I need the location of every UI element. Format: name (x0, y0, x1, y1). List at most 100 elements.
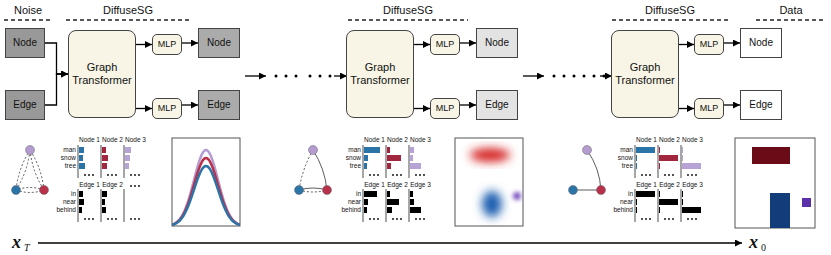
box-text: Node (749, 37, 773, 49)
blurred-box (482, 191, 502, 217)
ellipsis-dot (111, 218, 113, 220)
probability-bar (387, 147, 390, 153)
ellipsis-dot (649, 174, 651, 176)
probability-bar (79, 147, 84, 153)
ellipsis-dot (319, 75, 322, 78)
stage-label: DiffuseSG (103, 5, 153, 16)
ellipsis-dot (672, 218, 674, 220)
mlp-box: MLP (694, 98, 724, 119)
column-header: Edge 2 (102, 182, 123, 189)
ellipsis-dot (415, 174, 417, 176)
flow-arrow (724, 104, 740, 105)
ellipsis-dot (130, 185, 132, 187)
box-text: Node (485, 37, 509, 49)
row-label: tree (65, 163, 76, 170)
probability-bar (79, 207, 82, 213)
column-header: Edge 3 (682, 182, 703, 189)
ellipsis-dot (687, 174, 689, 176)
ellipsis-dot (138, 218, 140, 220)
ellipsis-dot (400, 218, 402, 220)
ellipsis-dot (295, 75, 298, 78)
flow-arrow (45, 74, 68, 105)
box-text: MLP (158, 103, 177, 113)
dashed-rule (4, 19, 52, 21)
column-rule (386, 145, 387, 178)
probability-bar (79, 199, 84, 205)
graph-edge (587, 150, 601, 190)
ellipsis-dot (84, 174, 86, 176)
column-rule (101, 145, 102, 178)
ellipsis-dot (107, 218, 109, 220)
probability-bar (364, 207, 367, 213)
ellipsis-dot (396, 174, 398, 176)
column-header: Edge 1 (364, 182, 385, 189)
noise-edge-box: Edge (5, 90, 45, 120)
ellipsis-dot (373, 218, 375, 220)
ellipsis-dot (691, 218, 693, 220)
ellipsis-dot (423, 174, 425, 176)
row-label: man (348, 147, 361, 154)
probability-bar (125, 147, 131, 153)
column-rule (363, 189, 364, 222)
probability-bar (364, 191, 377, 197)
probability-bar (410, 199, 414, 205)
stage-label: Data (779, 5, 802, 16)
row-label: man (620, 147, 633, 154)
box-text: Edge (207, 99, 230, 111)
node-state-box: Node (198, 28, 240, 58)
column-rule (635, 145, 636, 178)
column-header: Edge 1 (79, 182, 100, 189)
column-rule (658, 145, 659, 178)
transformer-box: Graph Transformer (68, 30, 136, 118)
bounding-box (752, 147, 790, 164)
probability-bar (636, 163, 637, 169)
probability-bar (659, 155, 678, 161)
probability-bar (410, 207, 421, 213)
ellipsis-dot (691, 174, 693, 176)
time-axis-arrow (38, 242, 742, 243)
ellipsis-dot (423, 218, 425, 220)
column-rule (124, 189, 125, 222)
ellipsis-dot (369, 174, 371, 176)
dashed-rule (348, 19, 468, 21)
column-rule (635, 189, 636, 222)
probability-bar (659, 163, 660, 169)
column-header: Node 3 (125, 137, 146, 144)
flow-arrow (136, 108, 152, 109)
ellipsis-dot (695, 218, 697, 220)
column-rule (124, 145, 125, 178)
ellipsis-dot (649, 218, 651, 220)
probability-bar (387, 155, 401, 161)
probability-bar (387, 199, 399, 205)
box-text: Graph Transformer (614, 61, 676, 86)
graph-vertex (295, 186, 304, 195)
probability-bar (659, 207, 660, 213)
ellipsis-dot (695, 174, 697, 176)
noise-node-box: Node (5, 28, 45, 58)
ellipsis-dot (111, 174, 113, 176)
ellipsis-dot (641, 174, 643, 176)
ellipsis-dot (593, 75, 596, 78)
edge-state-box: Edge (198, 90, 240, 120)
mlp-box: MLP (430, 34, 460, 55)
gaussian-curve (172, 166, 240, 225)
column-rule (681, 145, 682, 178)
graph-vertex (12, 186, 21, 195)
mlp-box: MLP (152, 34, 182, 55)
probability-bar (636, 155, 637, 161)
box-text: Graph Transformer (349, 61, 411, 86)
edge-data-box: Edge (740, 90, 782, 120)
row-label: near (63, 199, 76, 206)
ellipsis-dot (419, 174, 421, 176)
math-symbol: x (749, 233, 758, 251)
probability-bar (410, 147, 414, 153)
bounding-box (802, 198, 811, 207)
ellipsis-dot (573, 75, 576, 78)
continuation-arrow (245, 75, 266, 76)
probability-bar (387, 207, 392, 213)
graph-vertex (26, 146, 35, 155)
probability-bar (125, 155, 130, 161)
ellipsis-dot (392, 174, 394, 176)
probability-bar (102, 163, 107, 169)
column-header: Edge 3 (410, 182, 431, 189)
